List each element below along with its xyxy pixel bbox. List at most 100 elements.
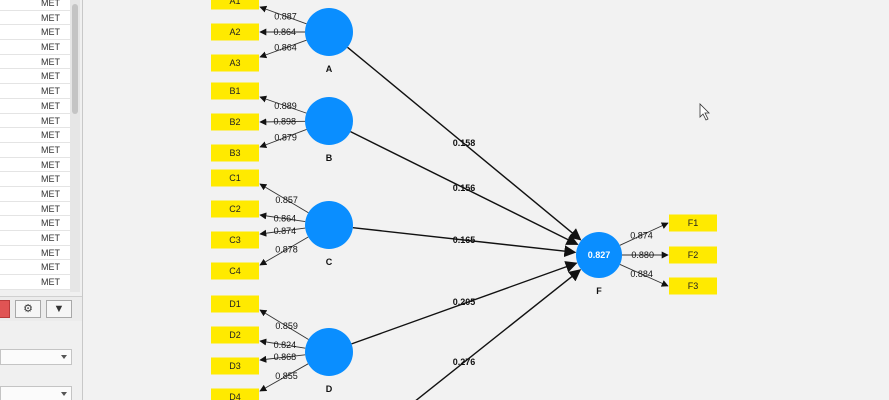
- indicator-box[interactable]: [211, 231, 259, 249]
- indicator-B3[interactable]: B3: [211, 144, 259, 162]
- status-row[interactable]: MET: [0, 201, 70, 217]
- indicator-C1[interactable]: C1: [211, 169, 259, 187]
- latent-F[interactable]: F0.827: [576, 232, 622, 296]
- loading-F1[interactable]: [619, 222, 669, 246]
- indicator-F2[interactable]: F2: [669, 246, 717, 264]
- status-row[interactable]: MET: [0, 231, 70, 246]
- path-coefficient-label: 0.156: [453, 183, 476, 193]
- status-row[interactable]: MET: [0, 0, 70, 11]
- loading-label: 0.857: [275, 195, 298, 205]
- indicator-D2[interactable]: D2: [211, 326, 259, 344]
- indicator-A1[interactable]: A1: [211, 0, 259, 10]
- indicator-C2[interactable]: C2: [211, 200, 259, 218]
- indicator-box[interactable]: [211, 0, 259, 10]
- indicator-F1[interactable]: F1: [669, 214, 717, 232]
- path-D-F[interactable]: [351, 261, 578, 345]
- loading-label: 0.864: [273, 27, 296, 37]
- path-coefficient-label: 0.165: [453, 235, 476, 245]
- latent-label: B: [326, 153, 333, 163]
- path-B-F[interactable]: [350, 131, 579, 245]
- indicator-box[interactable]: [211, 326, 259, 344]
- status-row[interactable]: MET: [0, 69, 70, 85]
- latent-circle[interactable]: [576, 232, 622, 278]
- indicator-box[interactable]: [211, 388, 259, 400]
- vertical-scrollbar[interactable]: [70, 0, 80, 292]
- status-row[interactable]: MET: [0, 260, 70, 276]
- indicator-A2[interactable]: A2: [211, 23, 259, 41]
- dropdown-2[interactable]: [0, 386, 72, 400]
- status-row[interactable]: MET: [0, 40, 70, 55]
- loading-C1[interactable]: [259, 183, 309, 214]
- indicator-box[interactable]: [669, 277, 717, 295]
- status-row[interactable]: MET: [0, 245, 70, 261]
- status-row[interactable]: MET: [0, 216, 70, 231]
- loading-B1[interactable]: [259, 95, 307, 114]
- path-coefficient-label: 0.158: [453, 138, 476, 148]
- indicator-box[interactable]: [211, 54, 259, 72]
- indicator-box[interactable]: [669, 246, 717, 264]
- collapse-button[interactable]: ▼: [46, 300, 72, 318]
- latent-C[interactable]: C: [305, 201, 353, 267]
- indicator-D1[interactable]: D1: [211, 295, 259, 313]
- loading-A3[interactable]: [259, 39, 307, 59]
- status-row[interactable]: MET: [0, 142, 70, 158]
- indicator-box[interactable]: [669, 214, 717, 232]
- status-row[interactable]: MET: [0, 157, 70, 173]
- loading-C4[interactable]: [259, 236, 309, 266]
- latent-A[interactable]: A: [305, 8, 353, 74]
- indicator-box[interactable]: [211, 23, 259, 41]
- indicator-C3[interactable]: C3: [211, 231, 259, 249]
- indicator-box[interactable]: [211, 82, 259, 100]
- latent-circle[interactable]: [305, 328, 353, 376]
- indicator-box[interactable]: [211, 113, 259, 131]
- indicator-box[interactable]: [211, 295, 259, 313]
- indicator-A3[interactable]: A3: [211, 54, 259, 72]
- latent-circle[interactable]: [305, 8, 353, 56]
- status-row[interactable]: MET: [0, 275, 70, 290]
- indicator-B2[interactable]: B2: [211, 113, 259, 131]
- loading-B2[interactable]: [259, 118, 306, 126]
- stop-button[interactable]: [0, 300, 10, 318]
- indicator-F3[interactable]: F3: [669, 277, 717, 295]
- status-row[interactable]: MET: [0, 186, 70, 202]
- settings-button[interactable]: ⚙: [15, 300, 41, 318]
- latent-circle[interactable]: [305, 201, 353, 249]
- indicator-D4[interactable]: D4: [211, 388, 259, 400]
- indicator-box[interactable]: [211, 169, 259, 187]
- loading-A1[interactable]: [259, 5, 307, 25]
- indicator-box[interactable]: [211, 144, 259, 162]
- loading-B3[interactable]: [259, 129, 307, 149]
- status-row[interactable]: MET: [0, 10, 70, 26]
- scrollbar-thumb[interactable]: [72, 4, 78, 114]
- path-offscreen-F[interactable]: [414, 269, 582, 400]
- loading-C2[interactable]: [259, 212, 306, 223]
- status-row[interactable]: MET: [0, 98, 70, 114]
- status-row[interactable]: MET: [0, 54, 70, 70]
- indicator-C4[interactable]: C4: [211, 262, 259, 280]
- indicator-label: B1: [229, 86, 240, 96]
- loading-D2[interactable]: [259, 338, 306, 349]
- loading-D3[interactable]: [259, 354, 306, 363]
- path-C-F[interactable]: [352, 226, 577, 258]
- status-row[interactable]: MET: [0, 172, 70, 187]
- latent-D[interactable]: D: [305, 328, 353, 394]
- indicator-box[interactable]: [211, 262, 259, 280]
- path-A-F[interactable]: [347, 46, 582, 241]
- loading-C3[interactable]: [259, 227, 306, 237]
- latent-B[interactable]: B: [305, 97, 353, 163]
- loading-D1[interactable]: [259, 309, 309, 340]
- latent-circle[interactable]: [305, 97, 353, 145]
- status-row[interactable]: MET: [0, 128, 70, 143]
- indicator-box[interactable]: [211, 357, 259, 375]
- status-row[interactable]: MET: [0, 25, 70, 41]
- indicator-box[interactable]: [211, 200, 259, 218]
- status-row[interactable]: MET: [0, 113, 70, 129]
- dropdown-1[interactable]: [0, 349, 72, 365]
- indicator-label: A1: [229, 0, 240, 6]
- loading-F3[interactable]: [619, 264, 669, 287]
- indicator-B1[interactable]: B1: [211, 82, 259, 100]
- indicator-D3[interactable]: D3: [211, 357, 259, 375]
- status-row[interactable]: MET: [0, 84, 70, 99]
- loading-D4[interactable]: [259, 363, 309, 392]
